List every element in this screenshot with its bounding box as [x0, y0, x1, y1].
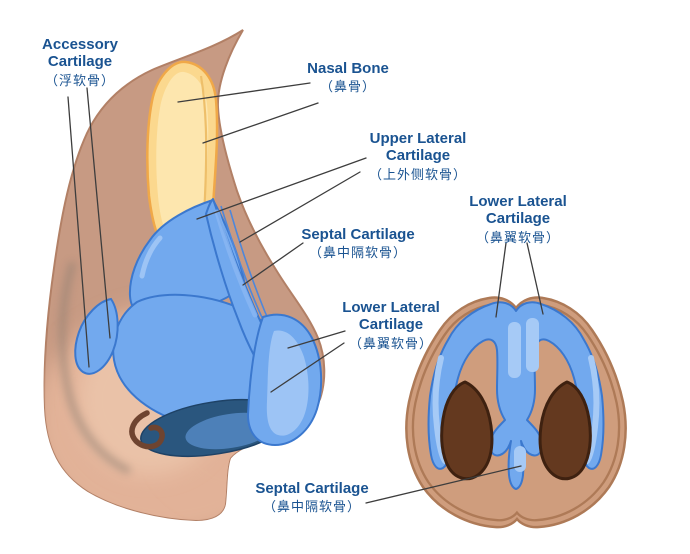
accessory-cartilage-shape [74, 297, 119, 375]
base-view-figure [405, 296, 627, 529]
leader-line-lower-lateral-base-1 [495, 242, 507, 318]
leader-lines [67, 82, 544, 504]
leader-line-septal-base [365, 465, 522, 504]
cartilage-highlight [214, 209, 258, 318]
leader-line-accessory-1 [67, 96, 90, 368]
lower-lateral-cartilage-shape-side [247, 313, 323, 446]
leader-line-lower-lateral-base-2 [526, 242, 544, 315]
left-nostril [440, 380, 494, 481]
cartilage-highlight [139, 235, 163, 279]
leader-line-upper-lateral-2 [239, 171, 361, 243]
leader-line-septal-side [242, 242, 304, 286]
base-cartilage-highlights [508, 318, 539, 472]
leader-line-lower-lateral-side-1 [287, 330, 346, 349]
side-view-figure [43, 29, 326, 521]
leader-line-nasal-bone-1 [177, 82, 311, 103]
right-nostril [538, 380, 592, 481]
leader-line-lower-lateral-side-2 [270, 342, 345, 393]
nostril-rim-hook [129, 410, 165, 450]
alar-crease-shadow [58, 261, 131, 474]
leader-line-accessory-2 [86, 87, 111, 339]
leader-line-nasal-bone-2 [202, 102, 319, 144]
leader-line-upper-lateral-1 [196, 157, 367, 220]
